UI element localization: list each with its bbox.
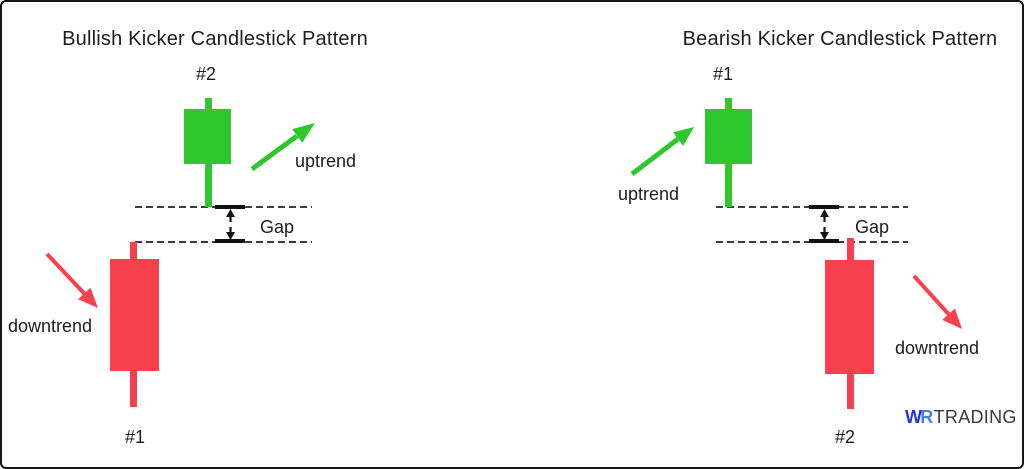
green-candle-body: [184, 109, 231, 164]
bullish-gap-lower-tick: [215, 239, 245, 243]
logo-w: W: [905, 407, 923, 427]
red-candle-body: [825, 260, 874, 374]
downtrend-arrow-icon: [912, 274, 962, 329]
downtrend-arrow-icon: [45, 252, 98, 308]
bullish-gap-label: Gap: [260, 217, 295, 237]
bullish-bottom-candle-number: #1: [124, 427, 146, 447]
uptrend-arrow-icon: [630, 127, 694, 176]
red-candle-lower-wick: [130, 371, 137, 407]
bearish-title: Bearish Kicker Candlestick Pattern: [682, 28, 998, 50]
green-candle-upper-wick: [725, 98, 732, 110]
gap-measure-icon: [226, 209, 235, 240]
green-candle-upper-wick: [205, 98, 212, 110]
logo-trading: TRADING: [933, 407, 1017, 427]
red-candle-upper-wick: [130, 242, 137, 260]
bullish-downtrend-label: downtrend: [8, 316, 93, 336]
red-candle-lower-wick: [847, 374, 854, 409]
logo-r: R: [920, 407, 934, 427]
bullish-title: Bullish Kicker Candlestick Pattern: [62, 28, 368, 50]
bearish-gap-label: Gap: [855, 217, 890, 237]
uptrend-arrow-icon: [250, 123, 315, 172]
bearish-top-candle-number: #1: [712, 64, 734, 84]
bullish-top-candle-number: #2: [195, 64, 217, 84]
bullish-uptrend-label: uptrend: [295, 151, 357, 171]
red-candle-upper-wick: [847, 238, 854, 260]
green-candle-lower-wick: [725, 164, 732, 207]
red-candle-body: [110, 259, 159, 371]
bearish-uptrend-label: uptrend: [618, 184, 680, 204]
bearish-gap-lower-tick: [809, 239, 839, 243]
bearish-gap-upper-tick: [809, 205, 839, 209]
bearish-bottom-candle-number: #2: [834, 427, 856, 447]
gap-measure-icon: [820, 209, 829, 240]
green-candle-lower-wick: [205, 164, 212, 207]
bullish-gap-upper-tick: [215, 205, 245, 209]
bearish-downtrend-label: downtrend: [895, 338, 980, 358]
wrtrading-logo: WRTRADING: [905, 407, 1017, 428]
green-candle-body: [705, 109, 752, 164]
